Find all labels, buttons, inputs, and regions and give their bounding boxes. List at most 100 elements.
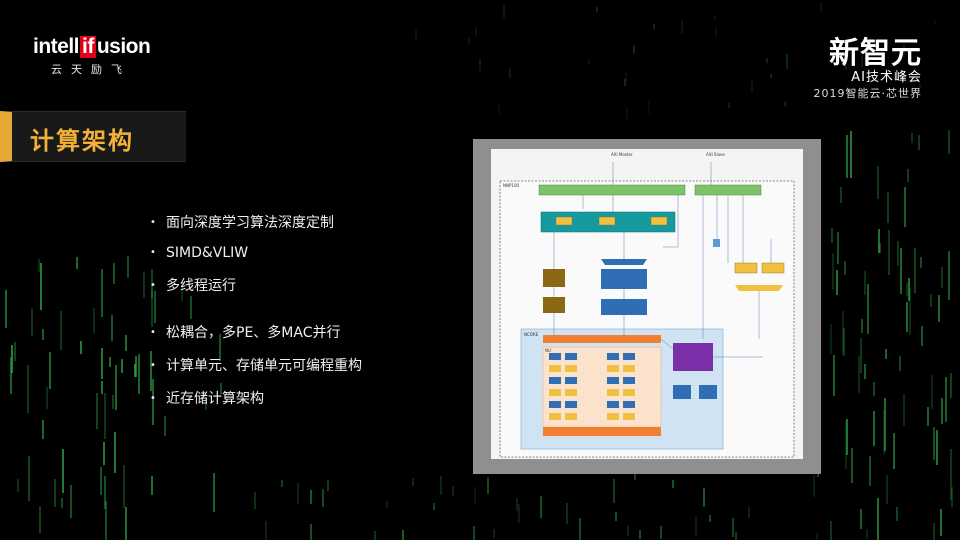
rain-streak [205, 397, 207, 410]
pe-grid [549, 353, 635, 420]
blue-block-2 [601, 299, 647, 315]
rain-streak [516, 498, 518, 511]
rain-streak [96, 393, 98, 429]
bullet-text: 近存储计算架构 [166, 391, 264, 407]
label-axi-slave: AXI Slave [706, 152, 725, 157]
rain-streak [850, 131, 852, 178]
teal-sub-3 [650, 216, 668, 226]
rain-streak [934, 19, 936, 24]
page-title: 计算架构 [30, 127, 134, 155]
rain-streak [844, 261, 846, 275]
logo-part-3: usion [96, 35, 151, 58]
pe-cell [607, 389, 619, 396]
teal-sub-1 [555, 216, 573, 226]
pe-cell [607, 377, 619, 384]
rain-streak [113, 263, 115, 284]
pe-cell [607, 401, 619, 408]
rain-streak [695, 517, 697, 536]
rain-streak [42, 329, 44, 340]
rain-streak [832, 253, 834, 290]
rain-streak [864, 271, 866, 295]
rain-streak [921, 326, 923, 346]
rain-streak [104, 393, 106, 439]
rain-streak [103, 442, 105, 465]
rain-streak [138, 354, 140, 394]
pe-cell [623, 365, 635, 372]
rain-streak [42, 420, 44, 439]
rain-streak [728, 103, 730, 108]
rain-streak [784, 102, 786, 106]
rain-streak [452, 486, 454, 496]
rain-streak [715, 27, 717, 36]
rain-streak [950, 449, 952, 500]
rain-streak [143, 272, 145, 298]
rain-streak [121, 359, 123, 373]
bullet-text: 松耦合，多PE、多MAC并行 [166, 325, 341, 341]
pe-cell [565, 389, 577, 396]
rain-streak [751, 79, 753, 93]
rain-streak [860, 509, 862, 529]
rain-streak [866, 529, 868, 539]
rain-streak [887, 192, 889, 223]
rain-streak [27, 365, 29, 413]
rain-streak [615, 512, 617, 521]
rain-streak [38, 259, 40, 272]
architecture-diagram: AXI Master AXI Slave NNP100 NCORE NU [473, 139, 821, 474]
pe-cell [565, 377, 577, 384]
summit-logo-sub: AI技术峰会 [851, 70, 922, 85]
rain-streak [900, 248, 902, 294]
rain-streak [918, 135, 920, 150]
rain-streak [386, 501, 388, 508]
pe-cell [549, 353, 561, 360]
rain-streak [703, 488, 705, 507]
rain-streak [468, 38, 470, 44]
rain-streak [613, 479, 615, 503]
rain-streak [846, 419, 848, 455]
summit-logo: 新智元 AI技术峰会 2019智能云·芯世界 [772, 38, 922, 102]
pe-cell [549, 377, 561, 384]
bullet-item: •计算单元、存储单元可编程重构 [150, 355, 362, 375]
rain-streak [39, 506, 41, 533]
rain-streak [475, 27, 477, 35]
logo-part-1: intell [33, 35, 80, 58]
rain-streak [945, 377, 947, 422]
rain-streak [813, 475, 815, 497]
label-core: NCORE [524, 332, 539, 337]
rain-streak [76, 257, 78, 269]
rain-streak [220, 383, 222, 394]
rain-streak [109, 357, 111, 367]
rain-streak [125, 507, 127, 540]
bus-green-right [694, 184, 762, 196]
rain-streak [906, 283, 908, 296]
rain-streak [930, 294, 932, 307]
rain-streak [833, 355, 835, 396]
rain-streak [412, 478, 414, 486]
rain-streak [150, 351, 152, 391]
rain-streak [904, 187, 906, 227]
bullet-dot-icon: • [150, 247, 156, 258]
rain-streak [151, 290, 153, 327]
rain-streak [837, 232, 839, 264]
rain-streak [115, 365, 117, 410]
pe-cell [623, 389, 635, 396]
bullet-text: SIMD&VLIW [166, 245, 249, 261]
rain-streak [62, 449, 64, 493]
pe-cell [607, 365, 619, 372]
rain-streak [402, 530, 404, 540]
rain-streak [906, 302, 908, 332]
rain-streak [714, 15, 716, 19]
rain-streak [433, 503, 435, 510]
rain-streak [845, 66, 847, 70]
rain-streak [14, 342, 16, 361]
rain-streak [61, 498, 63, 508]
rain-streak [903, 394, 905, 426]
rain-streak [49, 352, 51, 389]
rain-streak [903, 44, 905, 57]
rain-streak [951, 487, 953, 507]
rain-streak [104, 476, 106, 509]
blue-small-1 [673, 385, 691, 399]
rain-streak [831, 228, 833, 243]
rain-streak [639, 530, 641, 539]
rain-streak [851, 448, 853, 483]
